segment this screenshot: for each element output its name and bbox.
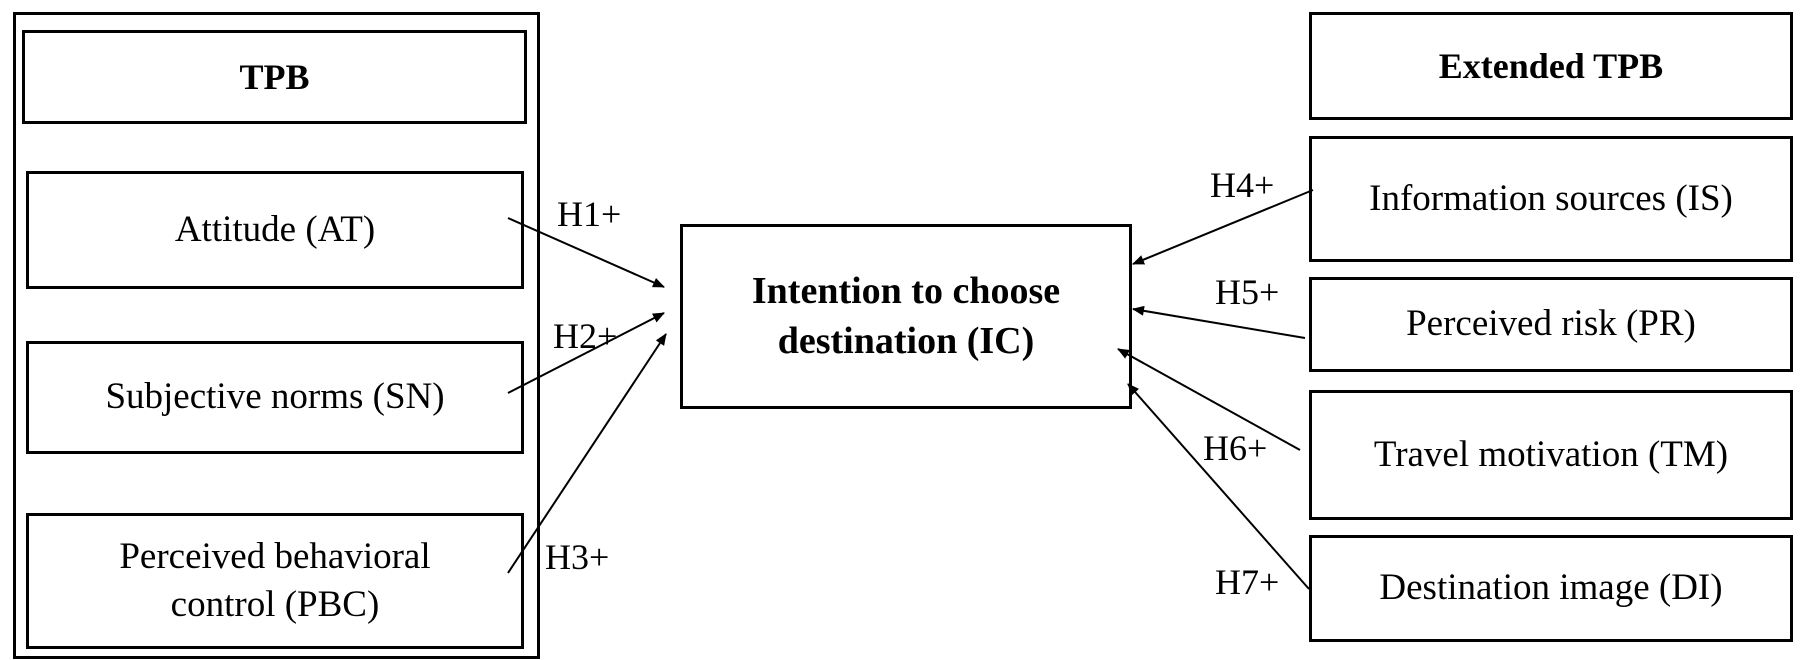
tpb-title-box: TPB <box>22 30 527 124</box>
perceived-risk-box: Perceived risk (PR) <box>1309 277 1793 372</box>
h7-label: H7+ <box>1215 562 1280 602</box>
attitude-label: Attitude (AT) <box>174 208 376 250</box>
subjective-norms-label: Subjective norms (SN) <box>105 376 445 418</box>
arrow-h4 <box>1132 189 1314 265</box>
h2-label: H2+ <box>553 316 618 356</box>
tpb-group-frame <box>13 12 540 659</box>
arrow-h3 <box>507 333 667 574</box>
travel-motivation-box: Travel motivation (TM) <box>1309 390 1793 520</box>
arrow-h2 <box>507 312 665 394</box>
h6-label: H6+ <box>1203 428 1268 468</box>
arrow-h6 <box>1117 348 1301 451</box>
h1-label: H1+ <box>557 194 622 234</box>
arrow-h1 <box>507 217 665 288</box>
destination-image-label: Destination image (DI) <box>1379 567 1723 609</box>
arrow-h5 <box>1132 305 1306 339</box>
intention-line-1: Intention to choose <box>751 270 1061 313</box>
intention-line-2: destination (IC) <box>777 319 1035 362</box>
information-sources-label: Information sources (IS) <box>1369 177 1733 219</box>
intention-box: Intention to choose destination (IC) <box>680 224 1132 409</box>
travel-motivation-label: Travel motivation (TM) <box>1373 433 1729 475</box>
destination-image-box: Destination image (DI) <box>1309 535 1793 642</box>
extended-tpb-title-box: Extended TPB <box>1309 12 1793 120</box>
attitude-box: Attitude (AT) <box>26 171 524 289</box>
extended-tpb-title: Extended TPB <box>1438 45 1664 86</box>
information-sources-box: Information sources (IS) <box>1309 136 1793 262</box>
h4-label: H4+ <box>1210 165 1275 205</box>
tpb-title: TPB <box>239 56 310 97</box>
arrow-h7 <box>1127 383 1310 590</box>
pbc-box: Perceived behavioral control (PBC) <box>26 513 524 649</box>
subjective-norms-box: Subjective norms (SN) <box>26 341 524 454</box>
perceived-risk-label: Perceived risk (PR) <box>1406 303 1696 345</box>
h5-label: H5+ <box>1215 272 1280 312</box>
pbc-label: Perceived behavioral control (PBC) <box>119 535 431 625</box>
h3-label: H3+ <box>545 537 610 577</box>
